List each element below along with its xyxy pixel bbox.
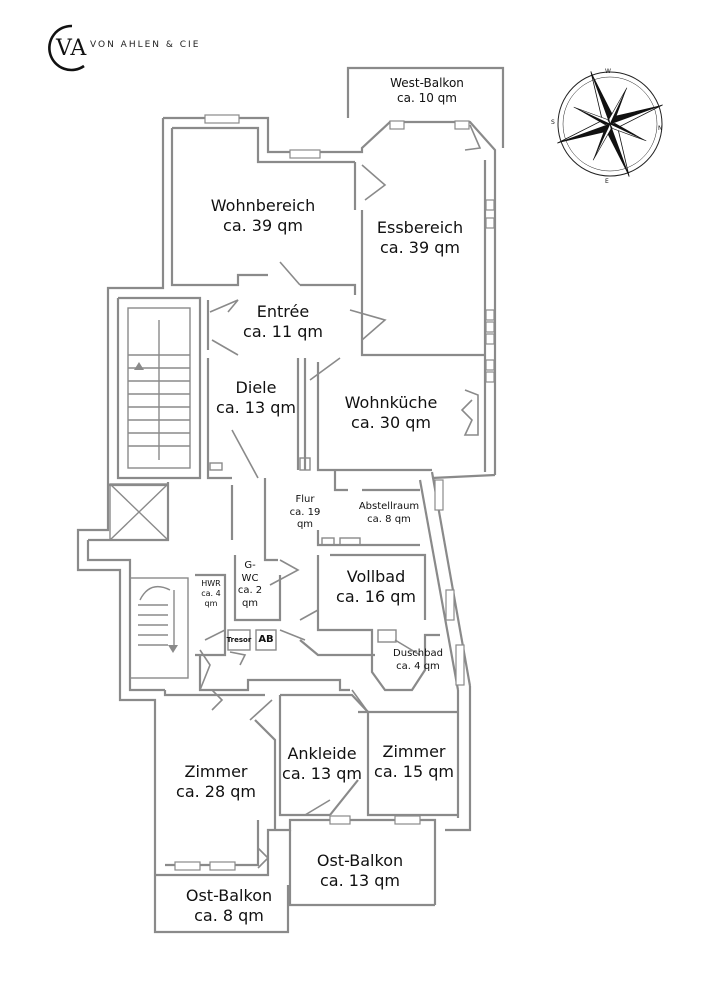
elevator-shaft <box>109 483 169 541</box>
compass-n: N <box>658 125 663 132</box>
fixture-label-tresor: Tresor <box>226 636 252 644</box>
fixture-label-ab: AB <box>258 634 274 645</box>
doors <box>199 124 482 869</box>
compass-s: S <box>551 119 555 126</box>
stairs-upper <box>127 307 191 469</box>
brand-logo: VA <box>48 24 87 72</box>
logo-monogram: VA <box>55 36 87 61</box>
windows <box>174 114 495 871</box>
compass-e: E <box>605 178 609 185</box>
compass-w: W <box>605 68 611 75</box>
compass-rose-icon: W N E S <box>551 68 663 185</box>
brand-name: VON AHLEN & CIE <box>90 40 201 50</box>
interior-walls <box>108 128 485 830</box>
stairs-lower <box>129 577 189 679</box>
west-balkon-outline <box>346 66 505 148</box>
fixture-boxes <box>209 457 397 651</box>
